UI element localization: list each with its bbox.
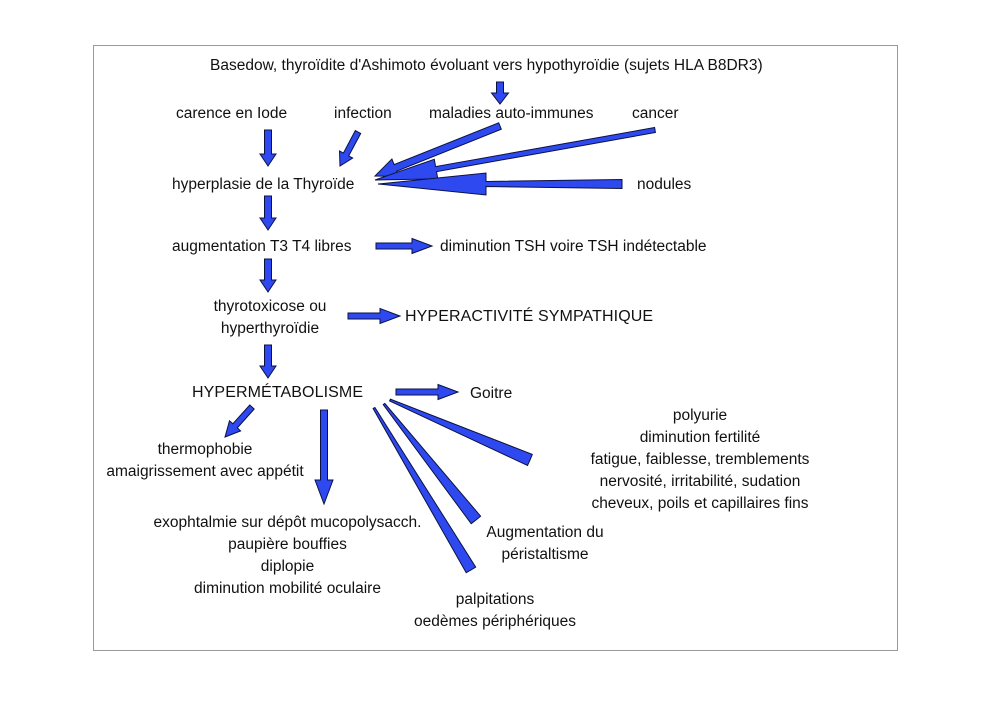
goitre-node: Goitre (470, 385, 513, 402)
eye-line-1: exophtalmie sur dépôt mucopolysacch. (153, 514, 422, 531)
general-line-1: polyurie (672, 407, 728, 424)
cardio-node: palpitations oedèmes périphériques (395, 589, 595, 633)
cardio-line-1: palpitations (455, 591, 535, 608)
thermo-line-1: thermophobie (157, 441, 253, 458)
cardio-line-2: oedèmes périphériques (414, 613, 576, 630)
hypermetab-node: HYPERMÉTABOLISME (192, 384, 364, 401)
digest-line-2: péristaltisme (501, 546, 589, 563)
sympathetic-node: HYPERACTIVITÉ SYMPATHIQUE (405, 308, 654, 325)
general-line-2: diminution fertilité (639, 429, 761, 446)
thyrotox-node: thyrotoxicose ou hyperthyroïdie (180, 296, 360, 340)
top-cause-text: Basedow, thyroïdite d'Ashimoto évoluant … (210, 57, 763, 74)
digest-node: Augmentation du péristaltisme (470, 522, 620, 566)
eye-line-4: diminution mobilité oculaire (194, 580, 381, 597)
general-line-5: cheveux, poils et capillaires fins (591, 495, 809, 512)
general-line-3: fatigue, faiblesse, tremblements (590, 451, 810, 468)
tsh-node: diminution TSH voire TSH indétectable (440, 238, 707, 255)
cause-iodine: carence en Iode (176, 105, 288, 122)
cause-autoimmune: maladies auto-immunes (429, 105, 594, 122)
digest-line-1: Augmentation du (486, 524, 604, 541)
thyrotox-line-2: hyperthyroïdie (220, 320, 320, 337)
general-line-4: nervosité, irritabilité, sudation (599, 473, 801, 490)
thermo-line-2: amaigrissement avec appétit (106, 463, 304, 480)
t3t4-node: augmentation T3 T4 libres (172, 238, 352, 255)
cause-cancer: cancer (632, 105, 679, 122)
eye-line-3: diplopie (260, 558, 315, 575)
thermo-node: thermophobie amaigrissement avec appétit (95, 439, 315, 483)
eye-line-2: paupière bouffies (228, 536, 347, 553)
eye-node: exophtalmie sur dépôt mucopolysacch. pau… (125, 512, 450, 600)
general-node: polyurie diminution fertilité fatigue, f… (575, 405, 825, 515)
cause-infection: infection (334, 105, 392, 122)
cause-nodules: nodules (637, 176, 692, 193)
thyrotox-line-1: thyrotoxicose ou (213, 298, 327, 315)
hyperplasia-node: hyperplasie de la Thyroïde (172, 176, 355, 193)
